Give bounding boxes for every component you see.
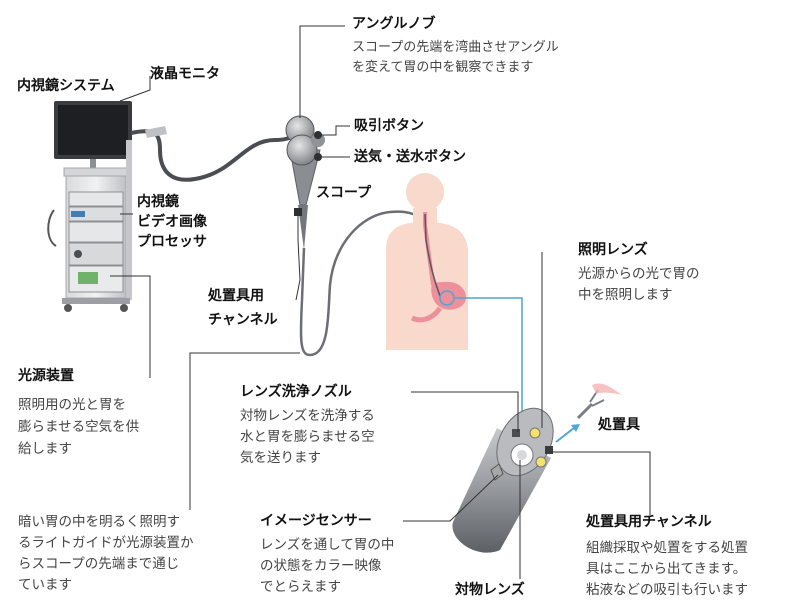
processor-line-3: プロセッサ	[137, 234, 207, 250]
universal-cord	[130, 129, 297, 182]
monitor-label: 液晶モニタ	[150, 66, 220, 82]
light-source-desc-line-3: 給します	[18, 441, 72, 457]
insertion-tube	[299, 210, 429, 357]
channel-label-line-2: チャンネル	[208, 312, 278, 328]
instrument-channel-desc-line-2: 具はここから出てきます。	[586, 561, 747, 577]
lens-nozzle-desc: 対物レンズを洗浄する 水と胃を膨らませる空 気を送ります	[240, 406, 375, 469]
instrument-channel-desc: 組織採取や処置をする処置 具はここから出てきます。 粘液などの吸引も行います	[586, 538, 748, 601]
light-guide-desc-line-2: るライトガイドが光源装置か	[18, 535, 194, 551]
scope-label: スコープ	[316, 185, 372, 201]
instrument-channel-desc-line-1: 組織採取や処置をする処置	[586, 540, 748, 556]
scope-control-section	[285, 115, 325, 250]
human-silhouette	[386, 173, 468, 350]
image-sensor-desc-line-2: の状態をカラー映像	[260, 558, 382, 574]
objective-lens-label: 対物レンズ	[455, 582, 525, 598]
light-guide-desc: 暗い胃の中を明るく照明す るライトガイドが光源装置か らスコープの先端まで通じ …	[18, 512, 194, 596]
illumination-lens-desc-line-1: 光源からの光で胃の	[578, 266, 700, 282]
processor-line-1: 内視鏡	[137, 194, 179, 210]
light-guide-desc-line-1: 暗い胃の中を明るく照明す	[18, 514, 180, 530]
monitor-screen	[58, 105, 128, 155]
lens-nozzle-desc-line-3: 気を送ります	[240, 450, 321, 466]
channel-label: 処置具用 チャンネル	[208, 284, 278, 332]
angle-knob-label: アングルノブ	[352, 16, 436, 32]
magnify-pointer	[454, 297, 523, 420]
illumination-lens-a	[529, 427, 541, 439]
instrument-channel-desc-line-3: 粘液などの吸引も行います	[586, 582, 748, 598]
light-source-desc: 照明用の光と胃を 膨らませる空気を供 給します	[18, 394, 139, 460]
image-sensor-label: イメージセンサー	[260, 513, 372, 529]
image-sensor-desc: レンズを通して胃の中 の状態をカラー映像 でとらえます	[260, 535, 394, 598]
leader-lines	[110, 25, 651, 579]
instrument-arrow	[555, 427, 575, 443]
suction-button-label: 吸引ボタン	[354, 118, 424, 134]
light-source-desc-line-2: 膨らませる空気を供	[18, 419, 140, 435]
illumination-lens-label: 照明レンズ	[578, 242, 648, 258]
image-sensor-desc-line-3: でとらえます	[260, 579, 341, 595]
lens-nozzle-desc-line-1: 対物レンズを洗浄する	[240, 408, 375, 424]
instrument-label: 処置具	[598, 417, 640, 433]
air-water-button-label: 送気・送水ボタン	[354, 149, 466, 165]
lens-nozzle-label: レンズ洗浄ノズル	[240, 384, 352, 400]
angle-knob-desc-line-1: スコープの先端を湾曲させアングル	[352, 40, 559, 55]
endoscopy-cart	[47, 101, 132, 312]
angle-knob-desc-line-2: を変えて胃の中を観察できます	[352, 60, 534, 75]
light-guide-desc-line-4: ています	[18, 577, 72, 593]
light-guide-desc-line-3: らスコープの先端まで通じ	[18, 556, 180, 572]
illumination-lens-b	[535, 456, 547, 468]
light-source-label: 光源装置	[18, 368, 74, 384]
instrument-channel-label: 処置具用チャンネル	[586, 514, 712, 530]
illumination-lens-desc: 光源からの光で胃の 中を照明します	[578, 264, 700, 306]
scope-tip	[452, 407, 554, 553]
processor-label: 内視鏡 ビデオ画像 プロセッサ	[137, 192, 207, 252]
lens-nozzle-desc-line-2: 水と胃を膨らませる空	[240, 429, 375, 445]
forceps	[576, 383, 622, 420]
processor-line-2: ビデオ画像	[137, 214, 207, 230]
image-sensor-desc-line-1: レンズを通して胃の中	[260, 537, 395, 553]
channel-label-line-1: 処置具用	[208, 288, 264, 304]
light-source-desc-line-1: 照明用の光と胃を	[18, 397, 126, 413]
illumination-lens-desc-line-2: 中を照明します	[578, 287, 673, 303]
system-title: 内視鏡システム	[17, 78, 115, 94]
stomach	[431, 281, 466, 310]
angle-knob-desc: スコープの先端を湾曲させアングル を変えて胃の中を観察できます	[352, 38, 559, 78]
